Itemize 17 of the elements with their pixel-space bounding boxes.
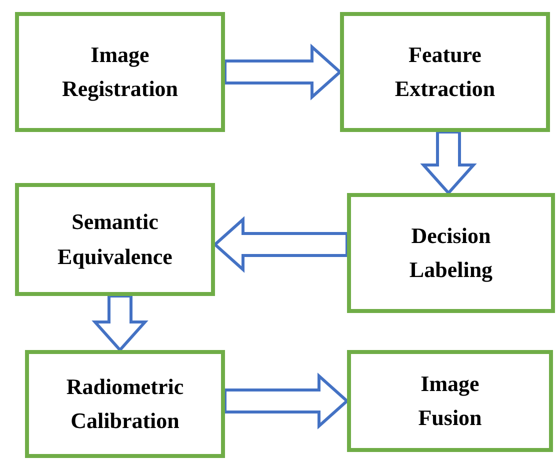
process-box: [347, 350, 553, 452]
box-label: Image Registration: [60, 40, 180, 103]
process-box: [25, 350, 225, 458]
process-box: [15, 12, 225, 132]
box-label: Radiometric Calibration: [65, 372, 185, 435]
process-box: [15, 183, 215, 296]
box-label: Image Fusion: [417, 370, 483, 432]
box-label: Semantic Equivalence: [56, 208, 174, 271]
block-arrow: [420, 130, 477, 196]
block-arrow: [224, 372, 350, 430]
process-box: [347, 193, 555, 313]
block-arrow: [92, 294, 148, 352]
block-arrow: [224, 44, 342, 100]
process-box: [340, 12, 550, 132]
block-arrow: [212, 216, 348, 273]
box-label: Feature Extraction: [394, 40, 496, 103]
box-label: Decision Labeling: [408, 222, 494, 284]
